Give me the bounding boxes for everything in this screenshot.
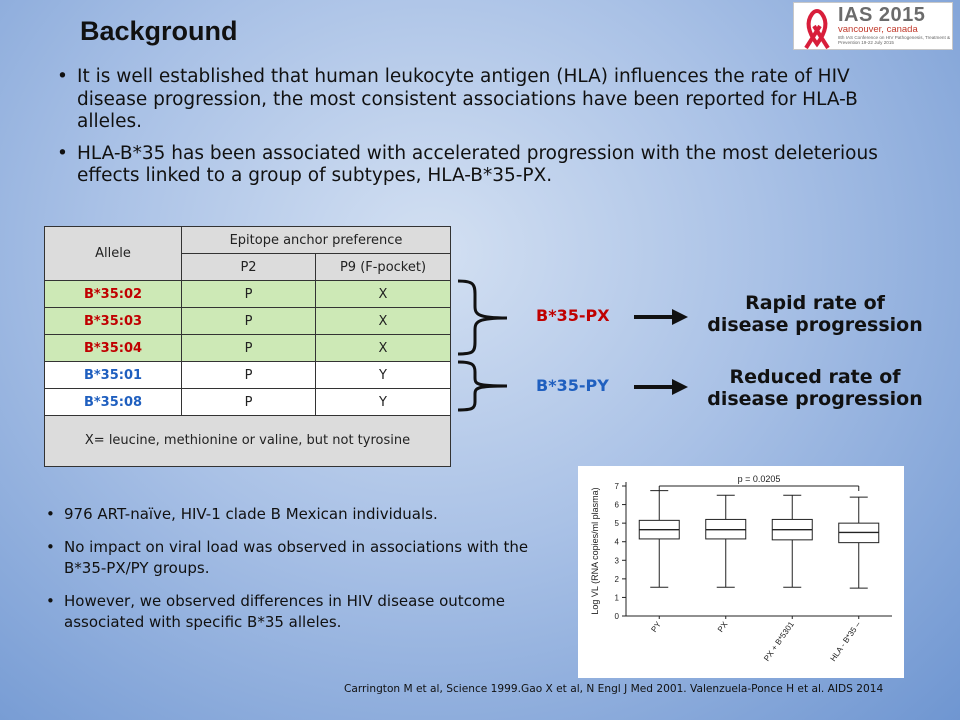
intro-bullet: It is well established that human leukoc… bbox=[55, 66, 915, 134]
x-tick-label: HLA - B*35 – bbox=[828, 620, 862, 663]
x-tick-label: PX bbox=[716, 619, 730, 633]
p9-cell: X bbox=[315, 280, 451, 308]
py-outcome: Reduced rate of disease progression bbox=[685, 366, 945, 410]
p2-cell: P bbox=[181, 334, 316, 362]
p-value-label: p = 0.0205 bbox=[738, 474, 781, 484]
py-brace bbox=[457, 360, 508, 412]
px-brace bbox=[457, 279, 508, 356]
p2-cell: P bbox=[181, 361, 316, 389]
allele-cell: B*35:01 bbox=[44, 361, 182, 389]
epitope-header: Epitope anchor preference bbox=[181, 226, 451, 254]
y-tick-label: 4 bbox=[615, 538, 620, 547]
p2-cell: P bbox=[181, 307, 316, 335]
py-group-label: B*35-PY bbox=[536, 376, 609, 395]
y-axis-label: Log VL (RNA copies/ml plasma) bbox=[590, 487, 600, 614]
y-tick-label: 5 bbox=[615, 519, 620, 528]
intro-bullets: It is well established that human leukoc… bbox=[55, 66, 915, 197]
p9-cell: X bbox=[315, 334, 451, 362]
citation: Carrington M et al, Science 1999.Gao X e… bbox=[344, 683, 884, 695]
table-note: X= leucine, methionine or valine, but no… bbox=[44, 415, 451, 467]
ias-logo: IAS 2015 vancouver, canada 8th IAS Confe… bbox=[793, 2, 953, 50]
py-arrow-icon bbox=[634, 379, 688, 395]
p9-cell: X bbox=[315, 307, 451, 335]
p2-cell: P bbox=[181, 388, 316, 416]
py-outcome-line1: Reduced rate of bbox=[729, 366, 901, 388]
group-braces bbox=[457, 279, 508, 412]
px-outcome-line2: disease progression bbox=[707, 314, 923, 336]
y-tick-label: 6 bbox=[615, 501, 620, 510]
y-tick-label: 1 bbox=[615, 593, 620, 602]
allele-header: Allele bbox=[44, 226, 182, 281]
p2-header: P2 bbox=[181, 253, 316, 281]
allele-cell: B*35:02 bbox=[44, 280, 182, 308]
p9-header: P9 (F-pocket) bbox=[315, 253, 451, 281]
p9-cell: Y bbox=[315, 388, 451, 416]
y-tick-label: 7 bbox=[615, 482, 620, 491]
study-bullets: 976 ART-naïve, HIV-1 clade B Mexican ind… bbox=[44, 504, 564, 645]
table-row: B*35:08 P Y bbox=[44, 388, 451, 416]
x-tick-label: PY bbox=[649, 619, 663, 633]
allele-cell: B*35:03 bbox=[44, 307, 182, 335]
px-group-label: B*35-PX bbox=[536, 306, 610, 325]
logo-conference-text: 8th IAS Conference on HIV Pathogenesis, … bbox=[838, 35, 951, 46]
allele-cell: B*35:04 bbox=[44, 334, 182, 362]
y-tick-label: 0 bbox=[615, 612, 620, 621]
slide-title: Background bbox=[80, 16, 238, 46]
px-arrow-icon bbox=[634, 309, 688, 325]
table-row: B*35:04 P X bbox=[44, 334, 451, 362]
logo-location: vancouver, canada bbox=[838, 24, 918, 35]
study-bullet: No impact on viral load was observed in … bbox=[44, 537, 564, 579]
p2-cell: P bbox=[181, 280, 316, 308]
table-row: B*35:01 P Y bbox=[44, 361, 451, 389]
allele-cell: B*35:08 bbox=[44, 388, 182, 416]
table-row: B*35:03 P X bbox=[44, 307, 451, 335]
allele-table: Allele Epitope anchor preference P2 P9 (… bbox=[44, 226, 451, 467]
intro-bullet: HLA-B*35 has been associated with accele… bbox=[55, 143, 915, 188]
study-bullet: 976 ART-naïve, HIV-1 clade B Mexican ind… bbox=[44, 504, 564, 525]
x-tick-label: PX + B*5301 bbox=[762, 620, 796, 663]
px-outcome: Rapid rate of disease progression bbox=[685, 292, 945, 336]
px-outcome-line1: Rapid rate of bbox=[745, 292, 885, 314]
study-bullet: However, we observed differences in HIV … bbox=[44, 591, 564, 633]
y-tick-label: 2 bbox=[615, 575, 620, 584]
y-tick-label: 3 bbox=[615, 556, 620, 565]
ribbon-icon bbox=[804, 9, 830, 50]
py-outcome-line2: disease progression bbox=[707, 388, 923, 410]
table-row: B*35:02 P X bbox=[44, 280, 451, 308]
logo-main-text: IAS 2015 bbox=[838, 4, 926, 26]
p9-cell: Y bbox=[315, 361, 451, 389]
